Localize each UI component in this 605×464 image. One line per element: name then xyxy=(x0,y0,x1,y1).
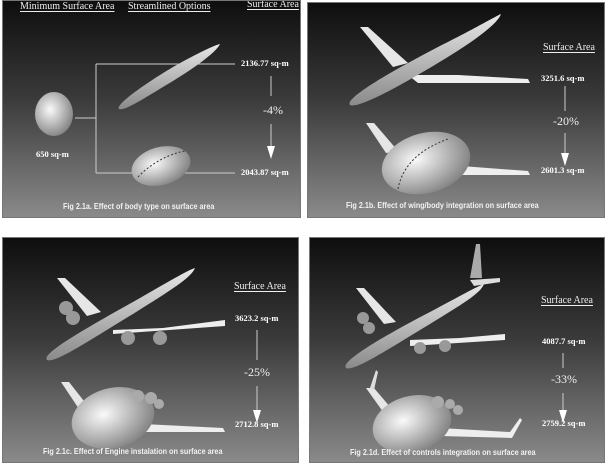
panel-b-graphic xyxy=(308,3,604,217)
caption: Fig 2.1b. Effect of wing/body integratio… xyxy=(346,200,539,210)
sphere-shape xyxy=(35,92,73,136)
min-value: 650 sq-m xyxy=(36,149,69,159)
caption: Fig 2.1a. Effect of body type on surface… xyxy=(63,201,215,211)
bottom-value: 2043.87 sq-m xyxy=(241,167,289,177)
change-percent: -4% xyxy=(263,103,283,117)
panel-d-graphic xyxy=(310,238,604,462)
header-minimum-surface-area: Minimum Surface Area xyxy=(20,1,115,12)
top-value: 2136.77 sq-m xyxy=(241,58,289,68)
bottom-value: 2759.2 sq-m xyxy=(542,418,586,428)
arrow-down-icon xyxy=(559,410,567,423)
panel-a-graphic xyxy=(3,1,300,217)
blended-wing-body-shape xyxy=(366,123,530,195)
panel-engine-installation: Surface Area 3623.2 sq-m -25% 2712.8 sq-… xyxy=(2,237,299,463)
bottom-value: 2601.3 sq-m xyxy=(541,165,585,175)
blended-wing-body-engines-shape xyxy=(61,382,225,449)
connector-lines xyxy=(75,63,272,174)
panel-body-type: Minimum Surface Area Streamlined Options… xyxy=(2,0,301,218)
ellipsoid-body-shape xyxy=(131,146,191,186)
header-streamlined-options: Streamlined Options xyxy=(128,1,211,12)
bottom-value: 2712.8 sq-m xyxy=(235,419,279,429)
top-value: 4087.7 sq-m xyxy=(542,336,586,346)
top-value: 3251.6 sq-m xyxy=(541,73,585,83)
change-percent: -33% xyxy=(551,372,577,386)
header-surface-area: Surface Area xyxy=(541,295,593,306)
header-surface-area: Surface Area xyxy=(543,42,595,53)
panel-c-graphic xyxy=(3,238,298,462)
arrow-down-icon xyxy=(561,153,569,166)
arrow-down-icon xyxy=(253,410,261,423)
streamlined-body-shape xyxy=(118,44,220,110)
top-value: 3623.2 sq-m xyxy=(235,313,279,323)
change-percent: -25% xyxy=(244,365,270,379)
header-surface-area: Surface Area xyxy=(247,0,299,10)
change-percent: -20% xyxy=(553,114,579,128)
blended-wing-body-controls-shape xyxy=(366,370,522,453)
arrow-down-icon xyxy=(267,146,275,159)
panel-wing-body: Surface Area 3251.6 sq-m -20% 2601.3 sq-… xyxy=(307,2,605,218)
airplane-with-engines-shape xyxy=(46,268,225,361)
panel-controls-integration: Surface Area 4087.7 sq-m -33% 2759.2 sq-… xyxy=(309,237,605,463)
airplane-with-tail-shape xyxy=(345,244,505,369)
caption: Fig 2.1d. Effect of controls integration… xyxy=(350,447,536,457)
airplane-shape xyxy=(349,14,530,106)
caption: Fig 2.1c. Effect of Engine instalation o… xyxy=(43,446,223,456)
header-surface-area: Surface Area xyxy=(234,281,286,292)
